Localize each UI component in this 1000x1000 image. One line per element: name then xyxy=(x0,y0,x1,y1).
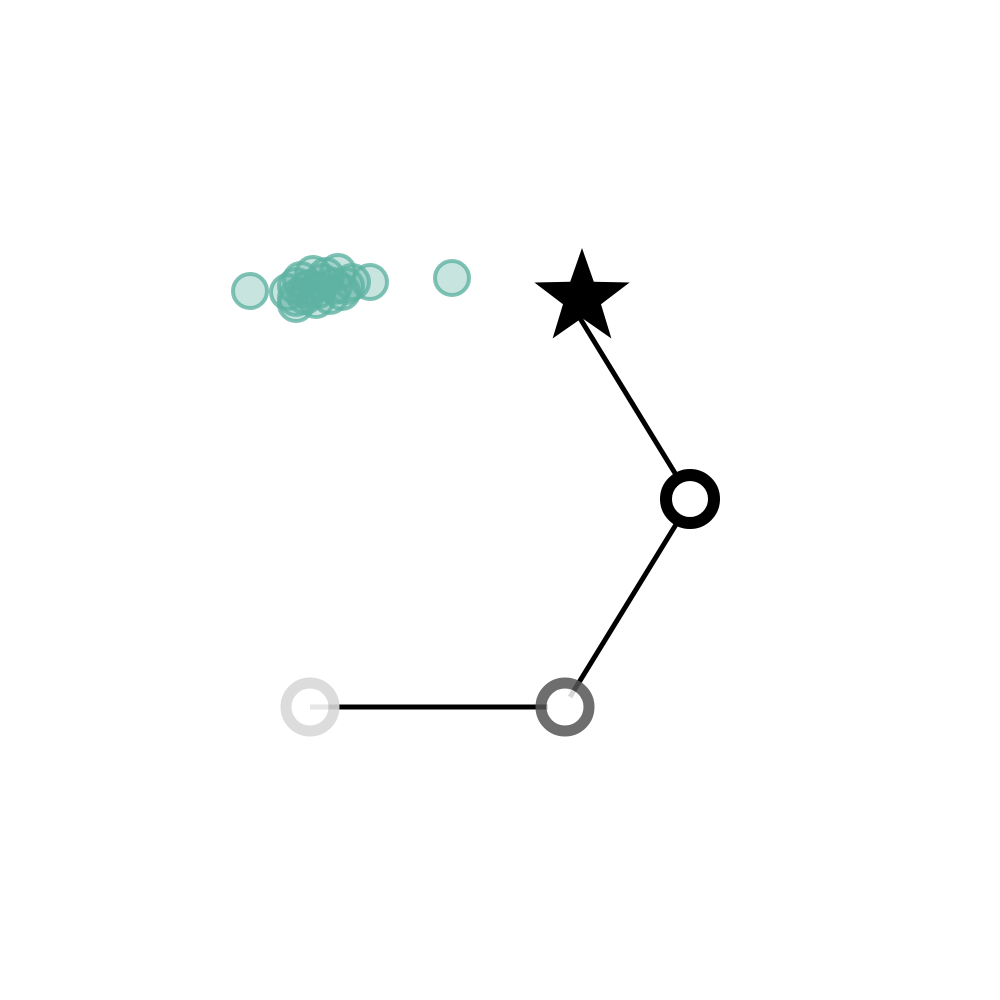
joint-node xyxy=(660,469,720,529)
mid-node-ring xyxy=(535,677,595,737)
goal-star-shape xyxy=(534,248,630,339)
path-edges xyxy=(310,313,683,710)
cluster-point xyxy=(433,259,471,297)
goal-star-icon xyxy=(534,248,630,339)
cluster-point xyxy=(351,263,389,301)
edge-mid-to-joint xyxy=(567,516,683,699)
point-cluster xyxy=(231,253,471,323)
cluster-point xyxy=(231,272,269,310)
edge-joint-to-goal xyxy=(575,313,681,480)
joint-node-ring xyxy=(660,469,720,529)
start-node-ring xyxy=(280,677,340,737)
mid-node xyxy=(535,677,595,737)
start-node xyxy=(280,677,340,737)
cluster-point xyxy=(287,271,325,309)
